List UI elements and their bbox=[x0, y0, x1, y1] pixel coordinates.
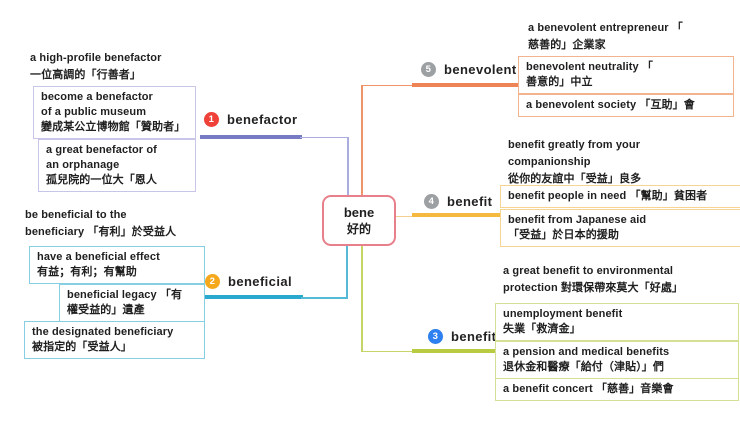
branch-line-benevolent-connector-h bbox=[361, 84, 413, 86]
phrase-item[interactable]: a benevolent entrepreneur 「 慈善的」企業家 bbox=[528, 22, 683, 51]
branch-line-beneficial-underline bbox=[205, 295, 303, 299]
branch-number-badge: 1 bbox=[204, 112, 219, 127]
phrase-box[interactable]: the designated beneficiary 被指定的「受益人」 bbox=[24, 321, 205, 359]
phrase-item[interactable]: a great benefit to environmental protect… bbox=[503, 265, 684, 294]
phrase-box[interactable]: a pension and medical benefits 退休金和醫療「給付… bbox=[495, 340, 739, 379]
root-node[interactable]: bene 好的 bbox=[322, 195, 396, 246]
branch-label-text: benevolent bbox=[444, 62, 517, 77]
phrase-item[interactable]: a high-profile benefactor 一位高調的「行善者」 bbox=[30, 52, 162, 81]
branch-label-benefit-3[interactable]: 3 benefit bbox=[428, 329, 496, 344]
root-word: bene bbox=[343, 204, 375, 220]
branch-number-badge: 4 bbox=[424, 194, 439, 209]
branch-line-benefit3-connector-v bbox=[361, 242, 363, 352]
phrase-box[interactable]: have a beneficial effect 有益；有利；有幫助 bbox=[29, 246, 205, 284]
phrase-box[interactable]: beneficial legacy 「有 權受益的」遺產 bbox=[59, 283, 205, 322]
branch-line-benefit3-underline bbox=[412, 349, 516, 353]
phrase-box[interactable]: benefit from Japanese aid 「受益」於日本的援助 bbox=[500, 208, 740, 247]
branch-label-beneficial[interactable]: 2 beneficial bbox=[205, 274, 292, 289]
branch-line-benefactor-connector-h bbox=[300, 136, 348, 138]
phrase-box[interactable]: unemployment benefit 失業「救濟金」 bbox=[495, 303, 739, 341]
phrase-box[interactable]: become a benefactor of a public museum 變… bbox=[33, 86, 196, 139]
phrase-box[interactable]: benefit people in need 「幫助」貧困者 bbox=[500, 185, 740, 208]
branch-number-badge: 2 bbox=[205, 274, 220, 289]
branch-label-text: beneficial bbox=[228, 274, 292, 289]
phrase-item[interactable]: benefit greatly from your companionship … bbox=[508, 139, 642, 185]
root-meaning: 好的 bbox=[346, 221, 371, 236]
branch-label-benefactor[interactable]: 1 benefactor bbox=[204, 112, 297, 127]
branch-line-benevolent-connector-v bbox=[361, 85, 363, 196]
phrase-item[interactable]: be beneficial to the beneficiary 「有利」於受益… bbox=[25, 209, 177, 238]
branch-label-text: benefit bbox=[451, 329, 497, 344]
phrase-box[interactable]: a benevolent society 「互助」會 bbox=[518, 94, 734, 117]
branch-line-beneficial-connector-v bbox=[346, 242, 348, 299]
phrase-box[interactable]: a great benefactor of an orphanage 孤兒院的一… bbox=[38, 138, 196, 192]
branch-line-benefit4-connector-h bbox=[392, 215, 413, 217]
branch-label-text: benefactor bbox=[227, 112, 298, 127]
branch-label-benevolent[interactable]: 5 benevolent bbox=[421, 62, 517, 77]
branch-number-badge: 5 bbox=[421, 62, 436, 77]
branch-number-badge: 3 bbox=[428, 329, 443, 344]
phrase-box[interactable]: benevolent neutrality 「 善意的」中立 bbox=[518, 56, 734, 94]
branch-line-benefit4-underline bbox=[412, 213, 516, 217]
phrase-box[interactable]: a benefit concert 「慈善」音樂會 bbox=[495, 378, 739, 401]
branch-label-benefit-4[interactable]: 4 benefit bbox=[424, 194, 492, 209]
branch-line-benefit3-connector-h bbox=[361, 350, 413, 352]
branch-line-benefactor-connector-v bbox=[347, 136, 349, 197]
branch-line-beneficial-connector-h bbox=[301, 297, 347, 299]
branch-line-benefactor-underline bbox=[200, 135, 302, 139]
branch-line-benevolent-underline bbox=[412, 83, 518, 87]
branch-label-text: benefit bbox=[447, 194, 493, 209]
